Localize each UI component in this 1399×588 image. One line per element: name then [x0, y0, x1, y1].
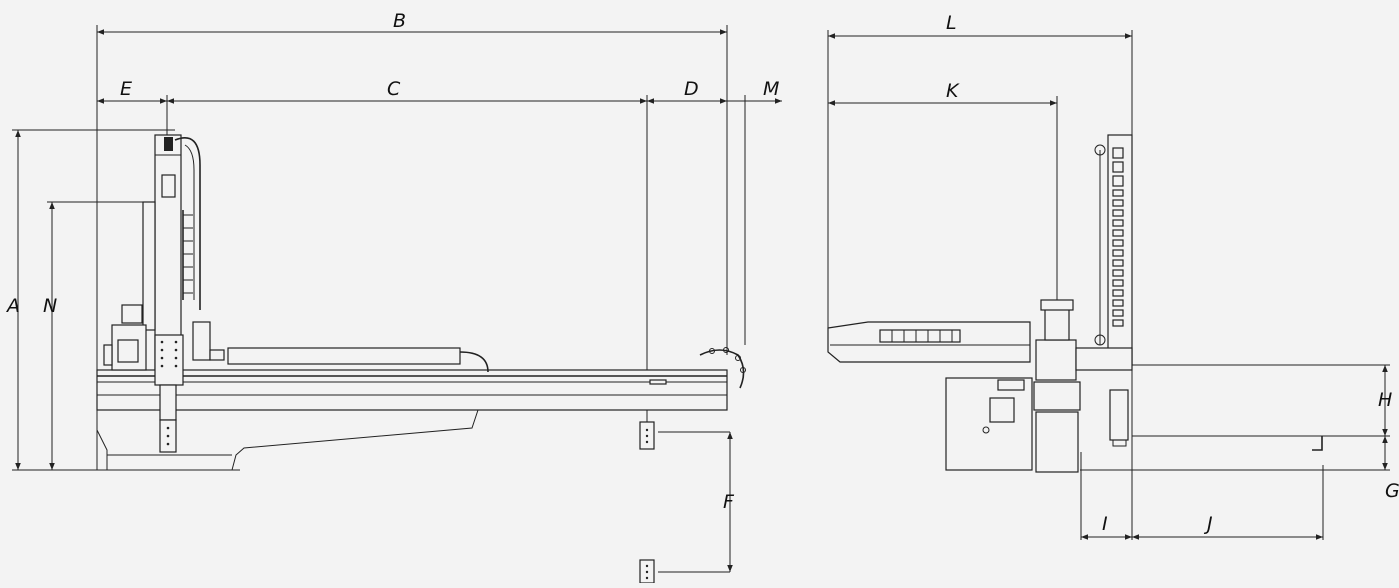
label-N: N	[43, 295, 57, 317]
carriage-dots	[160, 340, 178, 368]
label-I: I	[1102, 513, 1108, 535]
label-K: K	[946, 80, 960, 102]
dimension-labels: B E C D M A N F L K H G I J	[5, 10, 1399, 535]
label-A: A	[5, 295, 20, 317]
label-D: D	[684, 78, 699, 100]
label-G: G	[1385, 480, 1399, 502]
label-E: E	[120, 78, 132, 100]
label-H: H	[1378, 389, 1392, 411]
column-chain-links	[183, 214, 193, 294]
front-view	[12, 25, 782, 584]
label-C: C	[387, 78, 401, 100]
label-F: F	[723, 491, 735, 513]
side-view	[827, 30, 1390, 540]
label-B: B	[393, 10, 406, 32]
label-M: M	[763, 78, 779, 100]
label-L: L	[946, 12, 957, 34]
arm-slots	[891, 330, 953, 342]
rail-chain-links	[709, 347, 746, 373]
label-J: J	[1203, 513, 1213, 535]
column-slots	[1112, 147, 1124, 327]
